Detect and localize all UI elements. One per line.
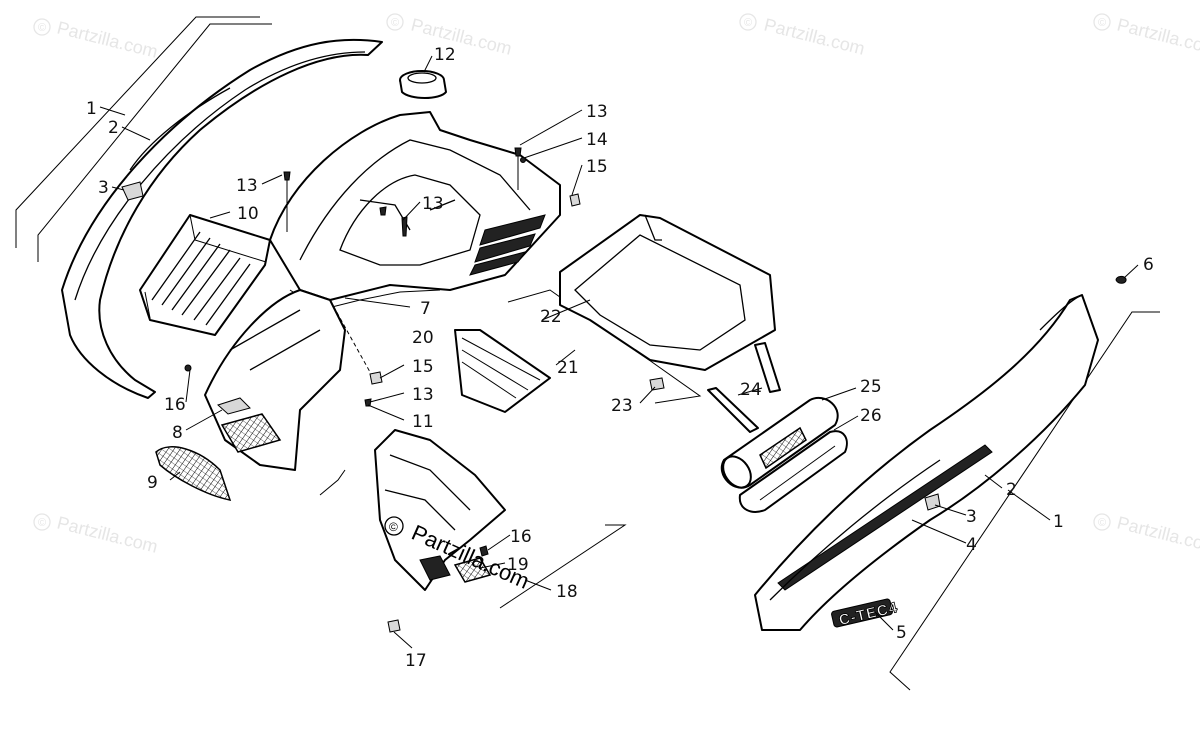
- group-bracket-left-inner: [37, 23, 272, 262]
- svg-text:©: ©: [389, 520, 398, 534]
- logo-badge: [831, 598, 893, 628]
- svg-text:©: ©: [1098, 17, 1106, 29]
- callout-3-right: 3: [966, 507, 977, 527]
- callout-3-left: 3: [98, 178, 109, 198]
- group-bracket-18-a: [319, 469, 346, 496]
- callout-26: 26: [860, 406, 882, 426]
- callout-5: 5: [896, 623, 907, 643]
- callout-2-right: 2: [1006, 480, 1017, 500]
- callout-22: 22: [540, 307, 562, 327]
- callout-11: 11: [412, 412, 434, 432]
- svg-text:©: ©: [744, 17, 752, 29]
- storage-tray: [559, 214, 781, 393]
- emblem-badge: [217, 397, 251, 415]
- watermark-top-left: © Partzilla.com: [33, 17, 160, 62]
- callout-7: 7: [420, 299, 431, 319]
- vent-grille: [139, 214, 271, 336]
- callout-15-b: 15: [412, 357, 434, 377]
- watermark-top-center-right: © Partzilla.com: [739, 13, 867, 59]
- watermark-bottom-left: © Partzilla.com: [33, 512, 160, 557]
- strap-24: [707, 387, 759, 433]
- callout-20: 20: [412, 328, 434, 348]
- callout-13-a: 13: [236, 176, 258, 196]
- callout-labels: 1 2 3 10 13 12 13 14 15 13 7 20 15 13 11…: [86, 45, 1154, 671]
- watermark-top-right: © Partzilla.com: [1093, 13, 1200, 59]
- pad-20: [454, 329, 551, 413]
- svg-text:Partzilla.com: Partzilla.com: [762, 14, 867, 58]
- filter-cylinder: [720, 397, 839, 489]
- callout-16-left: 16: [164, 395, 186, 415]
- callout-25: 25: [860, 377, 882, 397]
- callout-12: 12: [434, 45, 456, 65]
- callout-10: 10: [237, 204, 259, 224]
- callout-2-left: 2: [108, 118, 119, 138]
- callout-15-a: 15: [586, 157, 608, 177]
- callout-17: 17: [405, 651, 427, 671]
- svg-text:Partzilla.com: Partzilla.com: [1115, 14, 1200, 58]
- callout-13-b: 13: [586, 102, 608, 122]
- lower-nose: [204, 289, 346, 471]
- callout-16-lower: 16: [510, 527, 532, 547]
- svg-text:©: ©: [391, 17, 399, 29]
- part-3-clip-left: [121, 181, 144, 201]
- svg-text:Partzilla.com: Partzilla.com: [55, 17, 160, 61]
- callout-14: 14: [586, 130, 608, 150]
- left-side-panel: [61, 38, 383, 399]
- callout-13-d: 13: [412, 385, 434, 405]
- callout-9: 9: [147, 473, 158, 493]
- callout-19: 19: [507, 555, 529, 575]
- svg-text:©: ©: [1098, 517, 1106, 529]
- svg-text:Partzilla.com: Partzilla.com: [55, 512, 160, 556]
- shroud-26: [738, 430, 848, 513]
- hardware: [184, 147, 1127, 633]
- main-hood: [269, 111, 561, 311]
- callout-23: 23: [611, 396, 633, 416]
- group-bracket-left-outer: [15, 16, 260, 248]
- svg-text:Partzilla.com: Partzilla.com: [409, 14, 514, 58]
- group-bracket-18-b: [499, 524, 627, 609]
- svg-text:©: ©: [38, 517, 46, 529]
- callout-1-right: 1: [1053, 512, 1064, 532]
- leader-lines: [99, 55, 1139, 649]
- callout-1-left: 1: [86, 99, 97, 119]
- callout-24: 24: [740, 380, 762, 400]
- right-side-panel: C-TEC4: [754, 294, 1099, 631]
- callout-21: 21: [557, 358, 579, 378]
- callout-8: 8: [172, 423, 183, 443]
- callout-13-c: 13: [422, 194, 444, 214]
- svg-text:Partzilla.com: Partzilla.com: [1115, 512, 1200, 556]
- mesh-screen: [155, 446, 232, 501]
- callout-18: 18: [556, 582, 578, 602]
- svg-text:©: ©: [38, 22, 46, 34]
- watermark-bottom-right: © Partzilla.com: [1093, 512, 1200, 557]
- callout-4: 4: [966, 535, 977, 555]
- grommet: [399, 70, 447, 99]
- lower-bracket: [374, 429, 506, 591]
- callout-6: 6: [1143, 255, 1154, 275]
